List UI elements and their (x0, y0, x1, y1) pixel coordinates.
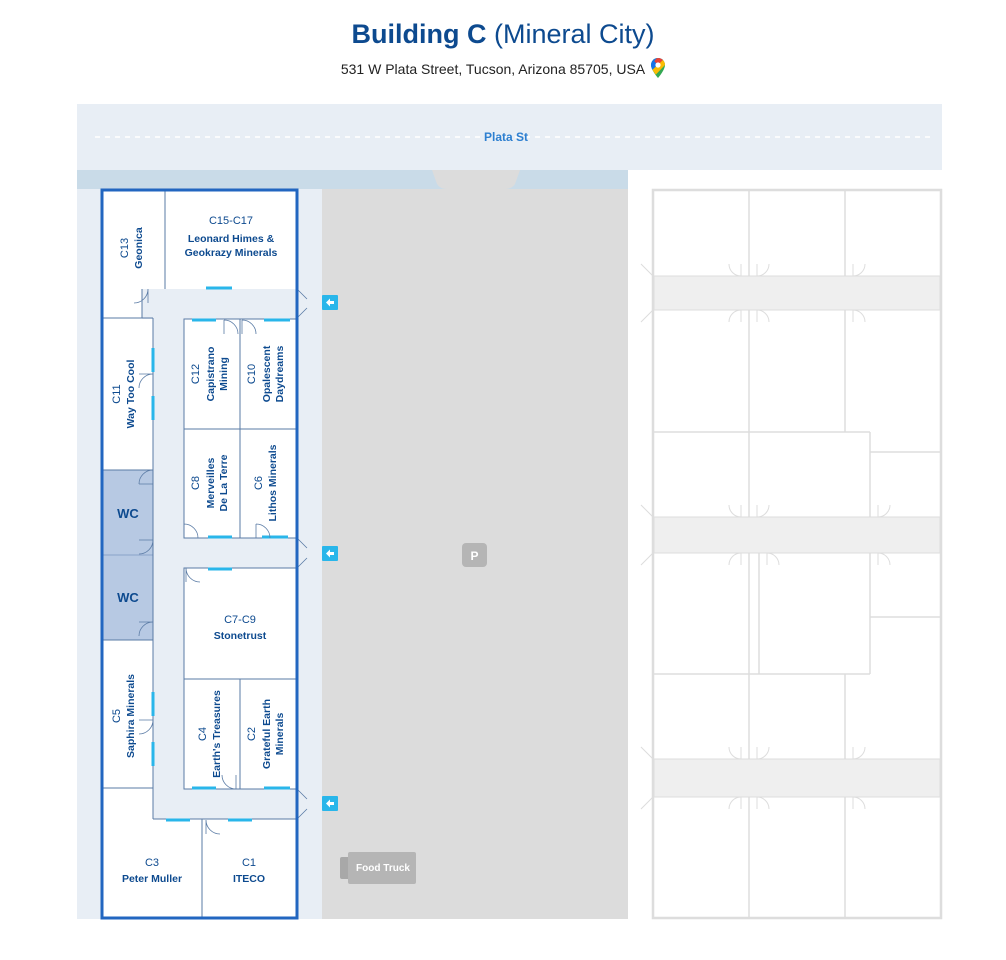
arrow-left-icon (326, 549, 334, 558)
booth-c4[interactable]: C4 Earth's Treasures (197, 690, 223, 778)
booth-c3[interactable]: C3 Peter Muller (122, 857, 182, 885)
booth-code: C11 (111, 384, 123, 403)
booth-code: C6 (253, 476, 265, 490)
booth-c2[interactable]: C2 Grateful Earth Minerals (246, 699, 286, 769)
left-gutter (77, 189, 102, 919)
arrow-left-icon (326, 298, 334, 307)
booth-name: Geonica (133, 227, 145, 269)
booth-c12[interactable]: C12 Capistrano Mining (190, 347, 230, 402)
booth-code: C5 (111, 709, 123, 723)
neighbor-corridors (653, 275, 941, 798)
booth-name-line2: Mining (218, 357, 230, 391)
booth-code: C2 (246, 727, 258, 741)
wc-room-bottom (101, 554, 154, 641)
booth-code: C1 (242, 857, 256, 869)
booth-code: C8 (190, 476, 202, 490)
wc-label-top: WC (117, 506, 139, 521)
booth-name-line2: Geokrazy Minerals (185, 247, 278, 259)
booth-c7-c9[interactable]: C7-C9 Stonetrust (214, 614, 267, 642)
neighbor-door-swings (640, 263, 891, 810)
street-label: Plata St (484, 130, 528, 144)
driveway (432, 170, 520, 189)
booth-name-line2: Daydreams (274, 346, 286, 403)
booth-c1[interactable]: C1 ITECO (233, 857, 265, 885)
page-header: Building C (Mineral City) 531 W Plata St… (0, 14, 1006, 84)
parking-label: P (470, 549, 478, 563)
booth-code: C13 (119, 238, 131, 258)
booth-name: Earth's Treasures (211, 690, 223, 778)
map-pin-icon[interactable] (651, 58, 666, 84)
booth-name-line1: Merveilles (205, 457, 217, 508)
corridor-middle (153, 538, 297, 568)
entrance-bottom[interactable] (322, 796, 338, 811)
booth-c13[interactable]: C13 Geonica (119, 227, 145, 269)
title-main: Building C (351, 19, 487, 49)
sidewalk (77, 170, 628, 189)
parking-icon (462, 543, 487, 567)
booth-name: ITECO (233, 873, 265, 885)
food-truck-label: Food Truck (356, 863, 410, 874)
booth-name-line1: Opalescent (261, 345, 273, 402)
booth-code: C4 (197, 727, 209, 741)
neighbor-building (651, 188, 943, 920)
booth-name-line1: Grateful Earth (261, 699, 273, 769)
booth-name: Lithos Minerals (267, 444, 279, 521)
booth-name-line2: De La Terre (218, 454, 230, 511)
booth-name: Way Too Cool (125, 360, 137, 429)
booth-c6[interactable]: C6 Lithos Minerals (253, 444, 279, 521)
door-swings (133, 288, 308, 835)
booth-name: Saphira Minerals (125, 674, 137, 758)
arrow-left-icon (326, 799, 334, 808)
booth-c5[interactable]: C5 Saphira Minerals (111, 674, 137, 758)
page-title: Building C (Mineral City) (0, 14, 1006, 54)
booth-code: C7-C9 (224, 614, 256, 626)
address-text: 531 W Plata Street, Tucson, Arizona 8570… (340, 61, 646, 77)
doors (151, 286, 290, 822)
corridor-bottom (153, 789, 297, 819)
booth-name-line1: Capistrano (205, 347, 217, 402)
booth-code: C15-C17 (209, 215, 253, 227)
booth-name: Stonetrust (214, 630, 267, 642)
address-row: 531 W Plata Street, Tucson, Arizona 8570… (0, 58, 1006, 84)
booth-code: C10 (246, 364, 258, 384)
booth-c11[interactable]: C11 Way Too Cool (111, 360, 137, 429)
booth-c8[interactable]: C8 Merveilles De La Terre (190, 454, 230, 511)
right-walkway (297, 189, 322, 919)
booth-name-line1: Leonard Himes & (188, 233, 275, 245)
booth-name: Peter Muller (122, 873, 182, 885)
booth-c10[interactable]: C10 Opalescent Daydreams (246, 345, 286, 402)
booth-c15-c17[interactable]: C15-C17 Leonard Himes & Geokrazy Mineral… (185, 215, 278, 259)
building-c-outline (100, 188, 299, 920)
entrance-middle[interactable] (322, 546, 338, 561)
title-sub: (Mineral City) (493, 19, 655, 49)
booth-name-line2: Minerals (274, 713, 286, 756)
food-truck[interactable] (348, 852, 416, 884)
booth-code: C12 (190, 364, 202, 384)
wc-label-bottom: WC (117, 590, 139, 605)
booth-code: C3 (145, 857, 159, 869)
entrance-top[interactable] (322, 295, 338, 310)
